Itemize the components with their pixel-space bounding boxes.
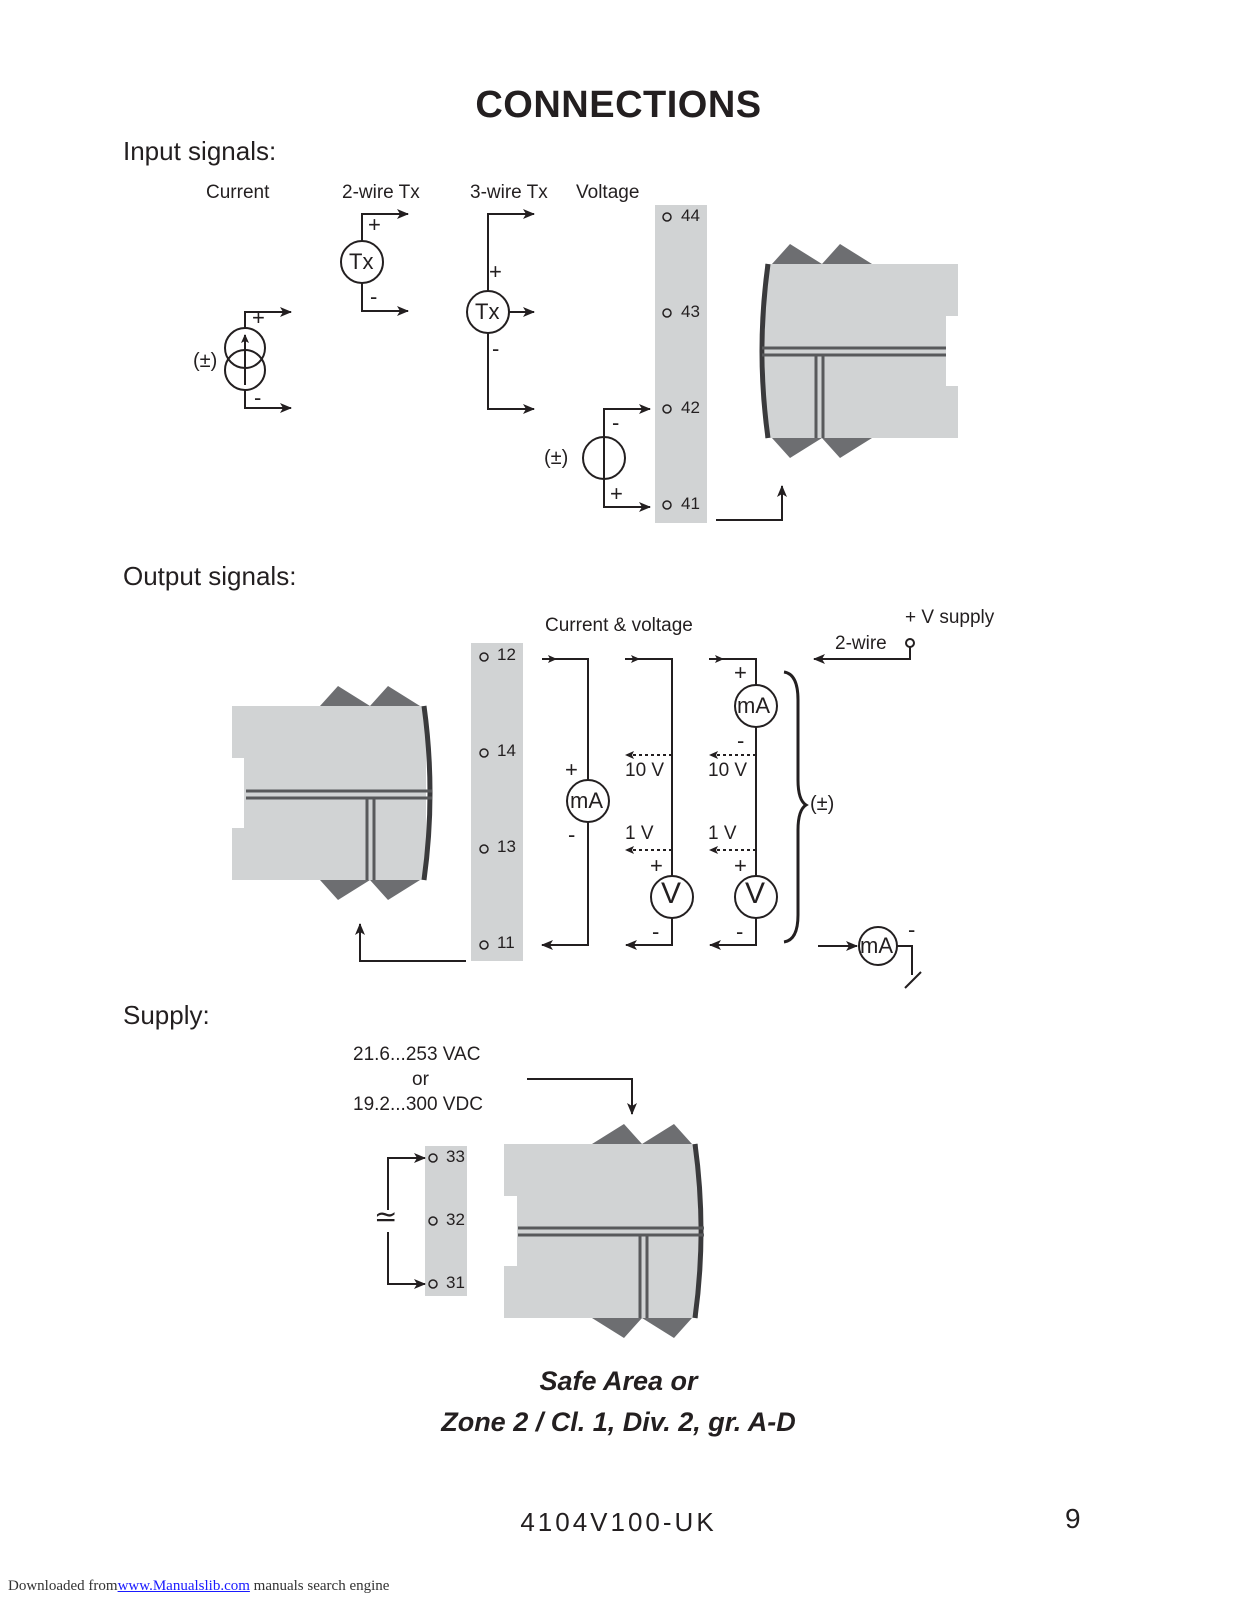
current-plus: + [252, 305, 265, 330]
terminal-44: 44 [681, 206, 700, 225]
three-wire-tx-symbol [466, 209, 535, 414]
supply-vac: 21.6...253 VAC [353, 1044, 481, 1065]
voltage-loop-v: V [661, 877, 682, 910]
output-link-arrow [355, 923, 466, 962]
current-minus: - [254, 385, 262, 410]
supply-or: or [412, 1069, 429, 1090]
voltage-loop-plus: + [650, 853, 663, 878]
two-wire-loop-minus-v: - [736, 919, 744, 944]
manualslib-link[interactable]: www.Manualslib.com [117, 1578, 250, 1594]
voltage-loop-10v: 10 V [625, 760, 665, 781]
label-two-wire-out: 2-wire [835, 633, 887, 654]
two-wire-meter [818, 926, 922, 989]
input-heading: Input signals: [123, 136, 277, 166]
supply-wires [387, 1153, 426, 1289]
input-link-arrow [716, 485, 787, 521]
label-current-voltage: Current & voltage [545, 615, 693, 636]
three-wire-plus: + [489, 259, 502, 284]
two-wire-meter-ma: mA [860, 933, 893, 958]
terminal-42: 42 [681, 398, 700, 417]
terminal-31: 31 [446, 1273, 465, 1292]
current-source-symbol [224, 307, 292, 413]
voltage-plus: + [610, 481, 623, 506]
output-terminal-strip [471, 643, 523, 961]
caption-line-1: Safe Area or [539, 1366, 698, 1396]
v-supply-wire [813, 638, 915, 664]
page-title: CONNECTIONS [475, 84, 762, 126]
document-id: 4104V100-UK [520, 1507, 717, 1537]
output-pm: (±) [810, 793, 835, 815]
supply-heading: Supply: [123, 1000, 210, 1030]
two-wire-meter-minus: - [908, 917, 916, 942]
terminal-11: 11 [497, 933, 515, 952]
two-wire-loop-10v: 10 V [708, 760, 748, 781]
voltage-pm: (±) [544, 447, 569, 469]
footer-suffix: manuals search engine [249, 1578, 390, 1594]
input-terminal-strip [655, 205, 707, 523]
two-wire-loop-plus-v: + [734, 853, 747, 878]
terminal-41: 41 [681, 494, 700, 513]
label-voltage: Voltage [576, 182, 640, 203]
output-brace [783, 670, 809, 944]
voltage-source-symbol [582, 404, 651, 512]
terminal-14: 14 [497, 741, 516, 760]
current-loop-ma: mA [570, 788, 603, 813]
terminal-32: 32 [446, 1210, 465, 1229]
terminal-33: 33 [446, 1147, 465, 1166]
two-wire-plus: + [368, 212, 381, 237]
current-loop-plus: + [565, 757, 578, 782]
current-pm: (±) [193, 350, 218, 372]
label-current: Current [206, 182, 270, 203]
output-current-loop [541, 655, 610, 950]
output-two-wire-loop [709, 655, 778, 950]
voltage-loop-minus: - [652, 919, 660, 944]
label-three-wire-tx: 3-wire Tx [470, 182, 548, 203]
input-device-module [759, 244, 958, 458]
two-wire-minus: - [370, 284, 378, 309]
voltage-loop-1v: 1 V [625, 823, 654, 844]
current-loop-minus: - [568, 822, 576, 847]
two-wire-tx-symbol [340, 209, 409, 316]
terminal-12: 12 [497, 645, 516, 664]
supply-vdc: 19.2...300 VDC [353, 1094, 483, 1115]
two-wire-loop-ma: mA [737, 693, 770, 718]
three-wire-minus: - [492, 336, 500, 361]
two-wire-loop-1v: 1 V [708, 823, 737, 844]
two-wire-loop-plus: + [734, 660, 747, 685]
output-device-module [232, 686, 433, 900]
supply-device-module [504, 1124, 704, 1338]
supply-terminal-strip [425, 1146, 467, 1296]
two-wire-tx-label: Tx [349, 249, 374, 274]
caption-line-2: Zone 2 / Cl. 1, Div. 2, gr. A-D [441, 1407, 796, 1437]
output-voltage-loop [625, 655, 694, 950]
download-footer: Downloaded fromwww.Manualslib.com manual… [8, 1578, 389, 1595]
three-wire-tx-label: Tx [475, 299, 500, 324]
supply-arrow [527, 1078, 637, 1115]
voltage-minus: - [612, 410, 620, 435]
two-wire-loop-v: V [745, 877, 766, 910]
output-heading: Output signals: [123, 561, 297, 591]
footer-prefix: Downloaded from [8, 1578, 118, 1594]
label-two-wire-tx: 2-wire Tx [342, 182, 420, 203]
ac-dc-icon: ≃ [374, 1201, 398, 1232]
terminal-43: 43 [681, 302, 700, 321]
two-wire-loop-minus: - [737, 728, 745, 753]
page-number: 9 [1065, 1503, 1081, 1534]
terminal-13: 13 [497, 837, 516, 856]
label-v-supply: + V supply [905, 607, 995, 628]
